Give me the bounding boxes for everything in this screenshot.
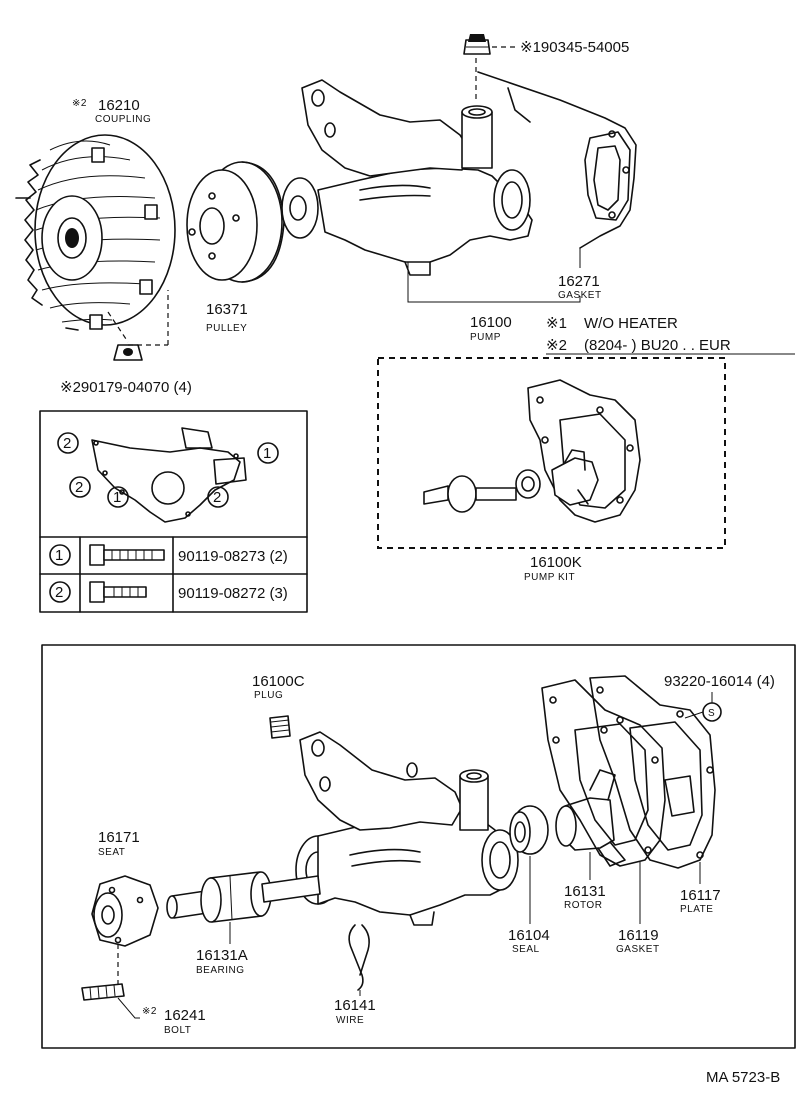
plate-number: 16117 [680,887,721,904]
pulley-name: PULLEY [206,323,247,334]
leader-line [107,311,129,343]
rotor-icon [555,769,626,867]
long-bolt-icon [89,544,165,566]
plate-icon [589,675,716,869]
bolt-callout-1b: 1 [107,486,129,508]
leader-line [407,262,581,303]
gasket-number: 16271 [558,273,600,290]
plug-icon [269,715,291,739]
seat-number: 16171 [98,829,140,846]
svg-text:1: 1 [113,489,121,506]
bolt-callout-2b: 2 [69,476,91,498]
plug-name: PLUG [254,690,283,701]
leader-line [117,997,140,1019]
coupling-number: 16210 [98,97,140,114]
gasket-name: GASKET [558,290,602,301]
water-pump-icon [281,79,533,276]
figure-code: MA 5723-B [706,1069,780,1086]
pump-kit-box [377,357,726,549]
pulley-icon [186,161,285,283]
bolt-key-2: 2 [55,584,63,601]
cap-part-label: ※190345-54005 [520,39,629,56]
screw-part-label: 93220-16014 (4) [664,673,775,690]
svg-text:2: 2 [63,435,71,452]
gasket-exploded-name: GASKET [616,944,660,955]
gasket-exploded-icon [541,679,666,867]
short-bolt-icon [89,581,147,603]
note-mark-1: ※1 [546,315,567,332]
nut-icon [113,344,143,361]
pump-housing-icon [295,731,519,926]
bolt-part-1: 90119-08273 (2) [178,548,288,565]
note-text-1: W/O HEATER [584,315,678,332]
bolt-part-2: 90119-08272 (3) [178,585,288,602]
bolt-mark: ※2 [142,1006,157,1017]
bolt-location-sketch [91,427,247,523]
coupling-icon [15,134,176,331]
svg-text:S: S [708,708,715,719]
wire-clip-icon [348,924,370,991]
coupling-mark: ※2 [72,98,87,109]
bolt-callout-2c: 2 [207,486,229,508]
drain-cap-icon [463,34,491,55]
pump-number: 16100 [470,314,512,331]
pulley-number: 16371 [206,301,248,318]
note-mark-2: ※2 [546,337,567,354]
stud-bolt-icon [81,983,125,1001]
seal-name: SEAL [512,944,540,955]
plate-name: PLATE [680,904,713,915]
bolt-table-row-1: 1 90119-08273 (2) [49,544,288,566]
pump-kit-number: 16100K [530,554,582,571]
bolt-callout-1a: 1 [257,442,279,464]
exploded-view-frame [41,644,796,1049]
wire-number: 16141 [334,997,376,1014]
bolt-name: BOLT [164,1025,191,1036]
bearing-icon [166,871,321,923]
note-text-2: (8204- ) BU20 . . EUR [584,337,731,354]
seat-icon [91,875,159,947]
plug-number: 16100C [252,673,305,690]
pump-kit-name: PUMP KIT [524,572,575,583]
gasket-icon [477,71,637,249]
seal-icon [509,805,549,855]
bearing-number: 16131A [196,947,248,964]
coupling-name: COUPLING [95,114,151,125]
bolt-number: 16241 [164,1007,206,1024]
screw-symbol: S [702,702,722,722]
pump-name: PUMP [470,332,501,343]
bearing-name: BEARING [196,965,245,976]
bolt-table-row-2: 2 90119-08272 (3) [49,581,288,603]
svg-text:2: 2 [75,479,83,496]
pump-kit-icon [423,379,641,523]
leader-line [684,711,704,719]
gasket-exploded-number: 16119 [618,927,659,944]
rotor-name: ROTOR [564,900,602,911]
seal-number: 16104 [508,927,550,944]
bolt-callout-2a: 2 [57,432,79,454]
wire-name: WIRE [336,1015,364,1026]
nut-part-label: ※290179-04070 (4) [60,379,192,396]
svg-text:1: 1 [263,445,271,462]
rotor-number: 16131 [564,883,606,900]
bolt-key-1: 1 [55,547,63,564]
seat-name: SEAT [98,847,125,858]
svg-text:2: 2 [213,489,221,506]
